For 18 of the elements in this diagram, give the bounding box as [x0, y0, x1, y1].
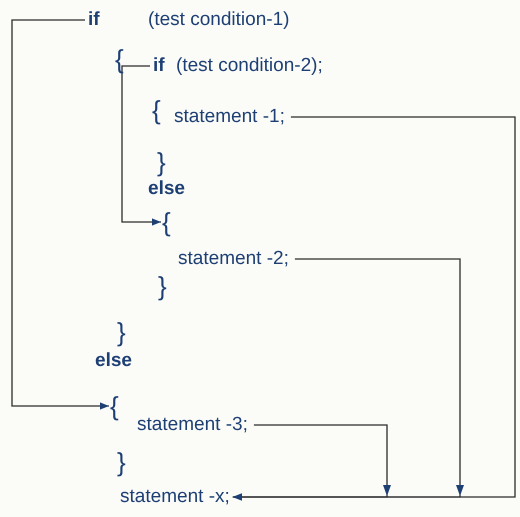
code-brace: { — [115, 45, 124, 73]
code-brace: } — [117, 318, 126, 346]
condition-text: (test condition-1) — [148, 9, 290, 31]
keyword-text: else — [95, 350, 132, 372]
code-brace: { — [152, 96, 161, 124]
code-brace: { — [162, 208, 171, 236]
code-brace: } — [157, 148, 166, 176]
code-brace: { — [110, 392, 119, 420]
keyword-text: if — [153, 55, 165, 77]
code-statement: statement -3; — [137, 414, 248, 436]
code-statement: statement -x; — [120, 486, 230, 508]
keyword-text: if — [88, 9, 100, 31]
code-statement: statement -2; — [178, 248, 289, 270]
keyword-text: else — [148, 178, 185, 200]
code-brace: } — [158, 272, 167, 300]
condition-text: (test condition-2); — [176, 55, 323, 77]
code-brace: } — [117, 448, 126, 476]
code-statement: statement -1; — [174, 106, 285, 128]
